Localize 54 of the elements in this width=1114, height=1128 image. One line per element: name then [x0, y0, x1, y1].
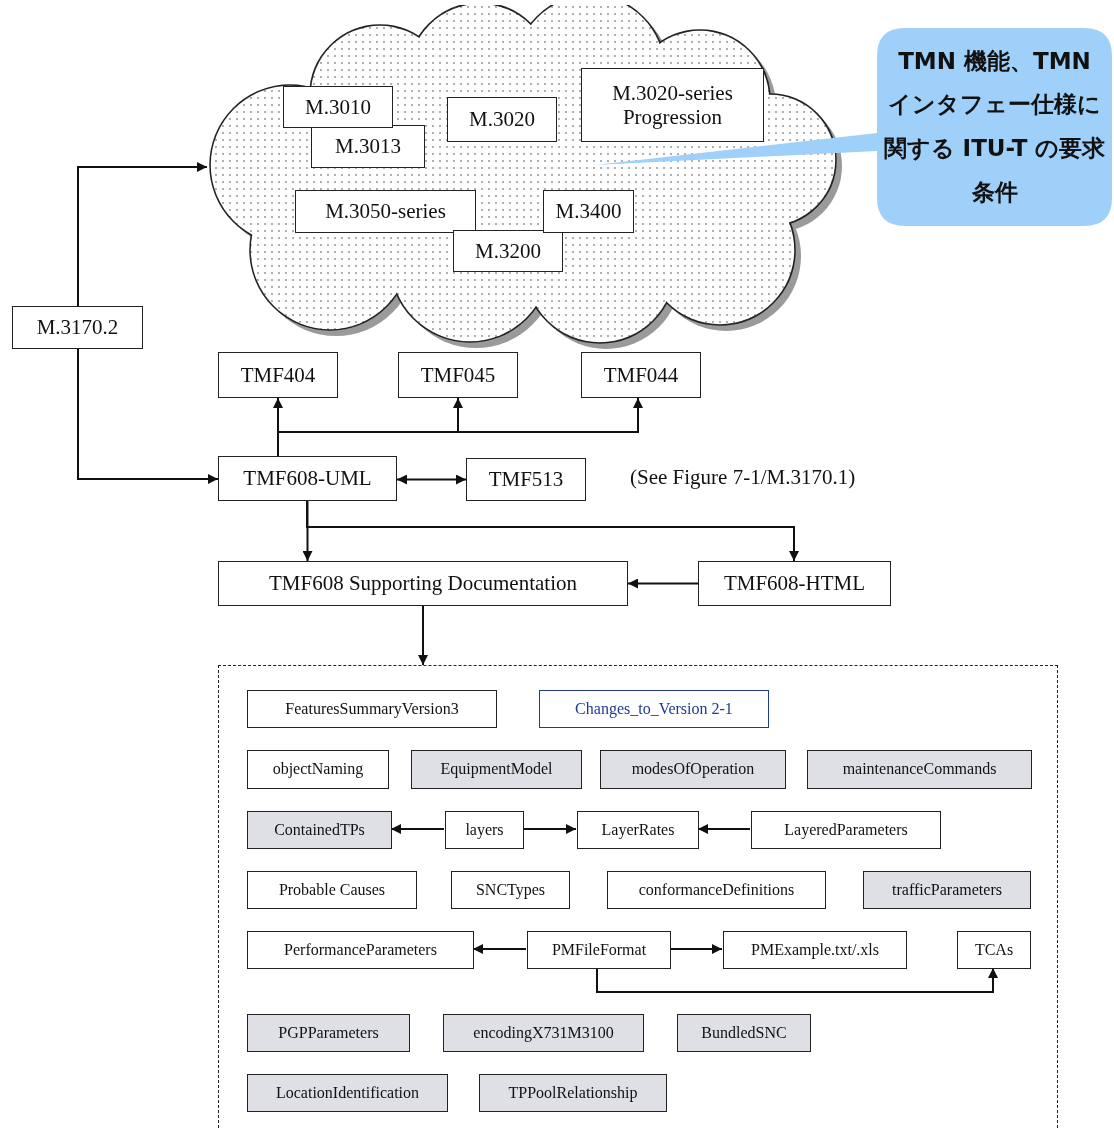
- arrow: [306, 500, 799, 562]
- process-box: ContainedTPs: [247, 811, 392, 849]
- process-box: PGPParameters: [247, 1014, 410, 1052]
- arrow: [669, 944, 723, 954]
- arrow: [390, 824, 445, 834]
- process-box: M.3020-series Progression: [581, 68, 764, 142]
- process-box: modesOfOperation: [600, 750, 786, 789]
- arrow: [472, 944, 527, 954]
- process-box: LocationIdentification: [247, 1074, 448, 1112]
- process-box: M.3010: [283, 86, 393, 128]
- process-box: maintenanceCommands: [807, 750, 1032, 789]
- process-box: EquipmentModel: [411, 750, 582, 789]
- process-box: PMFileFormat: [527, 931, 671, 969]
- arrow: [302, 500, 313, 562]
- arrow: [396, 474, 467, 485]
- process-box: M.3170.2: [12, 306, 143, 349]
- process-box: M.3200: [453, 230, 563, 272]
- arrow: [596, 967, 998, 993]
- dashed-group-box: [218, 665, 1058, 1128]
- process-box: LayeredParameters: [751, 811, 941, 849]
- process-box: M.3020: [447, 97, 557, 142]
- process-box: TMF404: [218, 352, 338, 398]
- process-box: trafficParameters: [863, 871, 1031, 909]
- process-box: encodingX731M3100: [443, 1014, 644, 1052]
- process-box: TCAs: [957, 931, 1031, 969]
- process-box: PerformanceParameters: [247, 931, 474, 969]
- process-box: TMF045: [398, 352, 518, 398]
- process-box: M.3013: [311, 125, 425, 168]
- process-box: Probable Causes: [247, 871, 417, 909]
- arrow: [522, 824, 577, 834]
- process-box: TMF608 Supporting Documentation: [218, 561, 628, 606]
- process-box: TMF513: [466, 458, 586, 501]
- arrow: [77, 348, 219, 484]
- arrow: [77, 162, 208, 307]
- process-box: M.3400: [543, 190, 634, 233]
- process-box: TMF044: [581, 352, 701, 398]
- arrow: [418, 605, 428, 666]
- process-box: FeaturesSummaryVersion3: [247, 690, 497, 728]
- process-box: layers: [445, 811, 524, 849]
- process-box: M.3050-series: [295, 190, 476, 233]
- arrow: [697, 824, 751, 834]
- process-box: TMF608-UML: [218, 456, 397, 501]
- callout-text: TMN 機能、TMN インタフェー仕様に関する ITU-T の要求条件: [883, 46, 1106, 207]
- process-box: Changes_to_Version 2-1: [539, 690, 769, 728]
- note-text: (See Figure 7-1/M.3170.1): [630, 465, 856, 490]
- process-box: objectNaming: [247, 750, 389, 789]
- process-box: SNCTypes: [451, 871, 570, 909]
- process-box: conformanceDefinitions: [607, 871, 826, 909]
- arrow: [627, 578, 699, 589]
- process-box: TMF608-HTML: [698, 561, 891, 606]
- process-box: TPPoolRelationship: [479, 1074, 667, 1112]
- process-box: BundledSNC: [677, 1014, 811, 1052]
- process-box: PMExample.txt/.xls: [723, 931, 907, 969]
- process-box: LayerRates: [577, 811, 699, 849]
